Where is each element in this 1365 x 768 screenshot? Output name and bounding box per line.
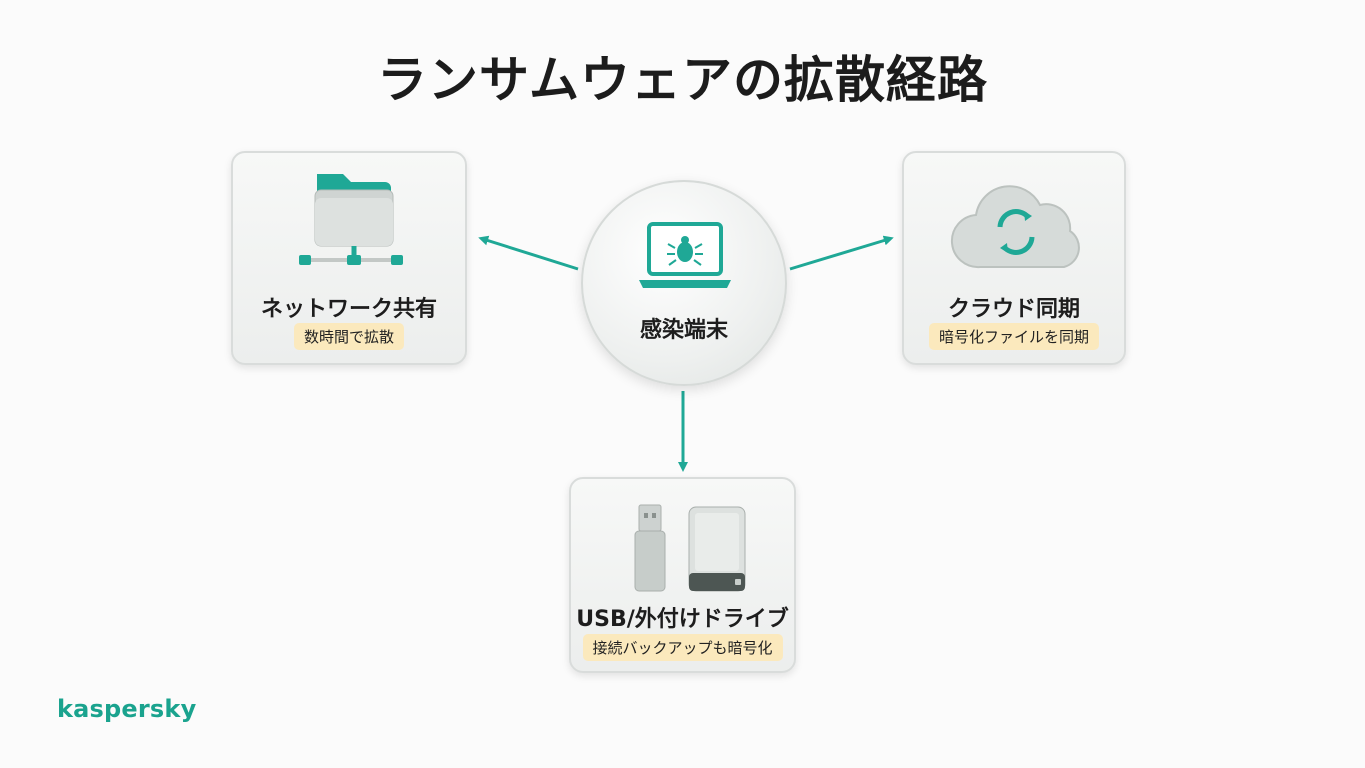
shared-folder-network-icon bbox=[299, 174, 403, 265]
node-usb-drive: USB/外付けドライブ 接続バックアップも暗号化 bbox=[569, 477, 796, 673]
infected-laptop-bug-icon bbox=[639, 222, 731, 288]
infected-device-node: 感染端末 bbox=[581, 180, 787, 386]
cloud-sync-note: 暗号化ファイルを同期 bbox=[928, 323, 1100, 350]
node-network-share: ネットワーク共有 数時間で拡散 bbox=[231, 151, 467, 365]
network-share-note: 数時間で拡散 bbox=[293, 323, 405, 350]
usb-drive-icon bbox=[634, 504, 746, 592]
page-title: ランサムウェアの拡散経路 bbox=[377, 51, 988, 109]
usb-drive-label: USB/外付けドライブ bbox=[576, 607, 789, 632]
arrow-to-cloud bbox=[789, 235, 894, 271]
usb-drive-note: 接続バックアップも暗号化 bbox=[582, 634, 783, 661]
infected-device-label: 感染端末 bbox=[639, 318, 728, 343]
cloud-sync-label: クラウド同期 bbox=[947, 297, 1080, 322]
kaspersky-logo: kaspersky bbox=[57, 695, 197, 723]
cloud-sync-icon bbox=[951, 185, 1080, 269]
network-share-label: ネットワーク共有 bbox=[260, 297, 437, 322]
node-cloud-sync: クラウド同期 暗号化ファイルを同期 bbox=[902, 151, 1126, 365]
arrow-to-network bbox=[478, 235, 579, 271]
